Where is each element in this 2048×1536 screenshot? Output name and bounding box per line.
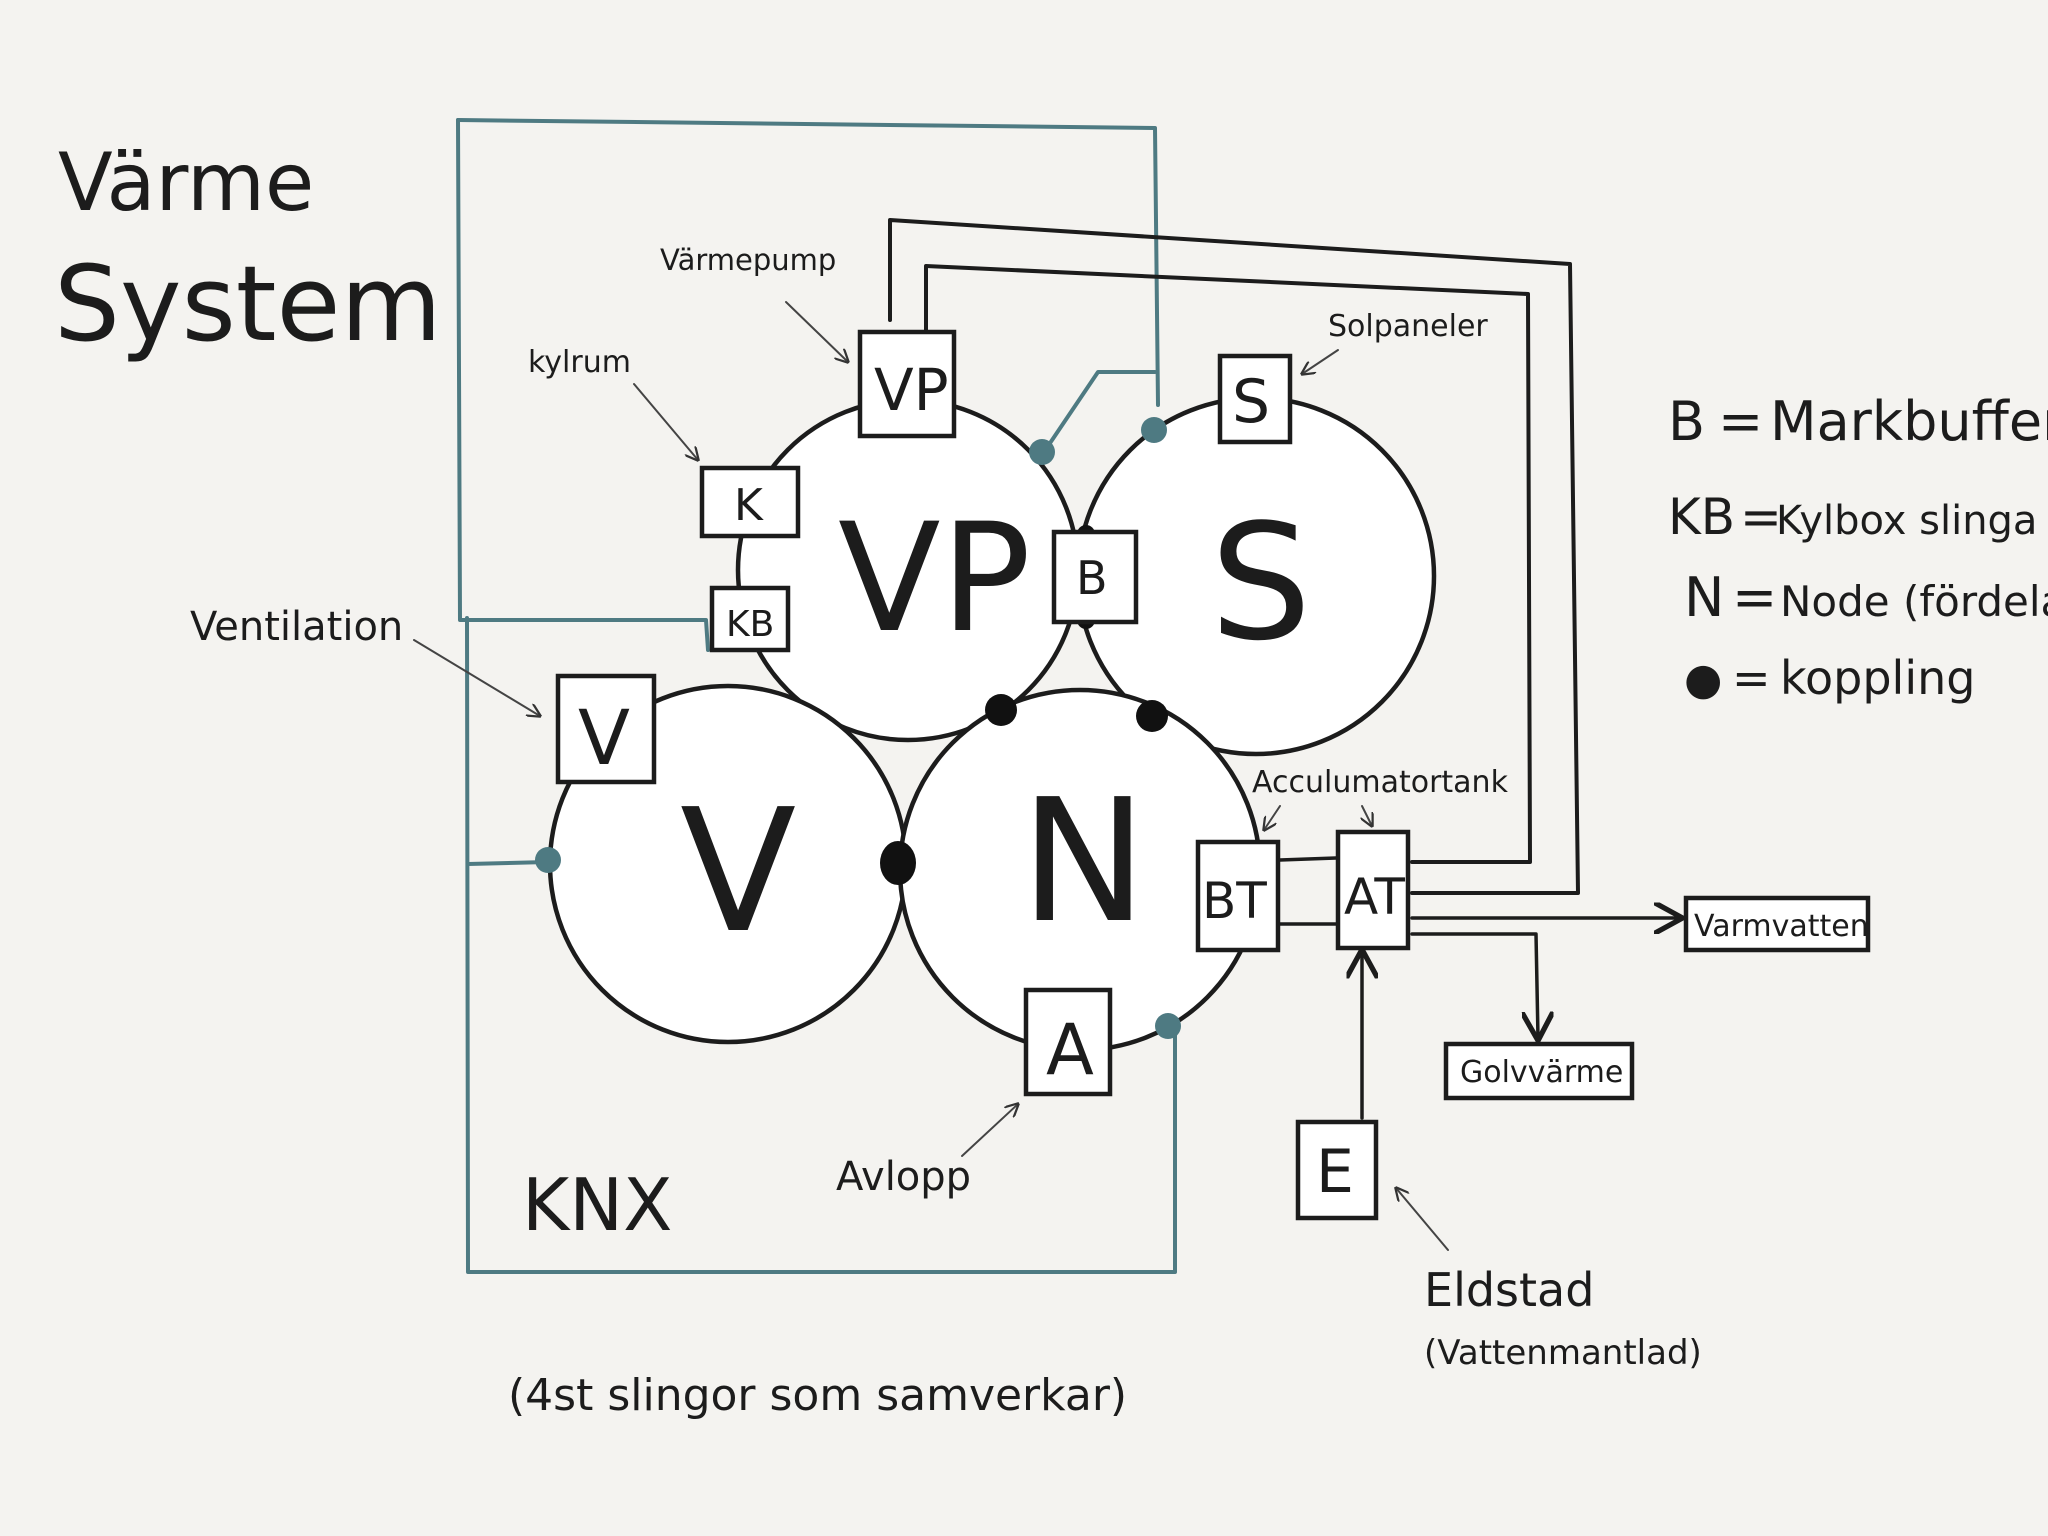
arrow-avlopp [961,1104,1018,1157]
title-line-1: Värme [58,136,314,229]
arrow-solpaneler [1302,349,1339,374]
circle-n-label: N [1020,763,1147,961]
component-boxes: VP S K KB B V A BT AT [555,329,1411,1097]
legend-sep-1: = [1740,488,1782,546]
legend-sep-3: = [1732,651,1771,705]
box-kb [709,585,791,653]
box-varmvatten-label: Varmvatten [1694,909,1869,944]
box-v-label: V [578,693,630,782]
legend-key-3: ● [1684,654,1722,705]
arrow-eldstad [1396,1188,1449,1251]
label-eldstad: Eldstad [1424,1263,1594,1317]
box-golvvarme [1443,1041,1635,1101]
box-varmvatten [1683,895,1871,953]
arrow-acculumatortank-at [1362,805,1372,826]
box-at [1335,829,1411,951]
box-a [1023,987,1113,1097]
box-vp [857,329,957,439]
legend-sep-0: = [1718,390,1763,453]
arrow-at-golvvarme [1410,932,1538,1038]
legend-value-2: Node (fördelare) [1780,577,2048,626]
circle-s-label: S [1210,489,1312,676]
box-bt [1195,839,1281,953]
koppling-vp-n [985,694,1017,726]
label-kylrum: kylrum [528,345,631,380]
circle-vp-label: VP [838,492,1031,666]
koppling-s-n [1136,700,1168,732]
knx-line-to-v [466,860,550,866]
label-avlopp: Avlopp [836,1154,971,1200]
box-v [555,673,657,785]
legend-key-1: KB [1668,488,1735,546]
label-varmepump: Värmepump [660,243,836,277]
label-eldstad-sub: (Vattenmantlad) [1424,1333,1702,1373]
arrow-acculumatortank-bt [1264,805,1281,830]
knx-point-vp [1029,439,1055,465]
box-bt-label: BT [1202,872,1267,930]
box-e [1295,1119,1379,1221]
pipe-bt-at-top [1278,856,1338,862]
box-at-label: AT [1344,868,1405,926]
label-acculumatortank: Acculumatortank [1252,765,1509,800]
box-e-label: E [1316,1137,1354,1207]
legend-key-0: B [1668,390,1705,453]
box-kb-label: KB [726,604,774,645]
legend: B = Markbuffert KB = Kylbox slinga N = N… [1668,390,2048,705]
knx-wiring [456,118,1177,1274]
vp-to-at-pipes [888,218,1580,895]
knx-point-v [535,847,561,873]
pipe-inner [924,264,1532,864]
box-s-label: S [1232,367,1270,437]
box-s [1217,353,1293,445]
legend-value-1: Kylbox slinga [1776,498,2037,544]
box-a-label: A [1046,1009,1094,1091]
knx-point-s [1141,417,1167,443]
circle-v-label: V [680,773,796,971]
title-line-2: System [54,243,442,365]
legend-value-3: koppling [1780,651,1975,705]
legend-value-0: Markbuffert [1770,390,2048,453]
pipe-outer [888,218,1580,895]
koppling-v-n [880,841,916,885]
knx-line-left-upper [456,118,710,652]
knx-point-n [1155,1013,1181,1039]
box-k [699,465,801,539]
arrow-ventilation [413,639,540,716]
legend-key-2: N [1684,566,1724,629]
box-b-label: B [1076,551,1108,605]
label-footnote: (4st slingor som samverkar) [508,1370,1127,1421]
label-ventilation: Ventilation [190,604,403,650]
box-k-label: K [734,480,764,531]
knx-line-s-to-vp [1042,370,1157,454]
label-knx: KNX [522,1163,672,1247]
box-b [1051,529,1139,625]
knx-line-top [456,118,1160,407]
arrow-varmepump [785,301,848,362]
box-golvvarme-label: Golvvärme [1460,1055,1623,1090]
arrow-kylrum [633,383,698,460]
box-vp-label: VP [874,356,949,424]
knx-line-main-loop [465,616,1177,1274]
koppling-dots [535,417,1181,1039]
label-solpaneler: Solpaneler [1328,309,1488,344]
legend-sep-2: = [1732,566,1777,629]
